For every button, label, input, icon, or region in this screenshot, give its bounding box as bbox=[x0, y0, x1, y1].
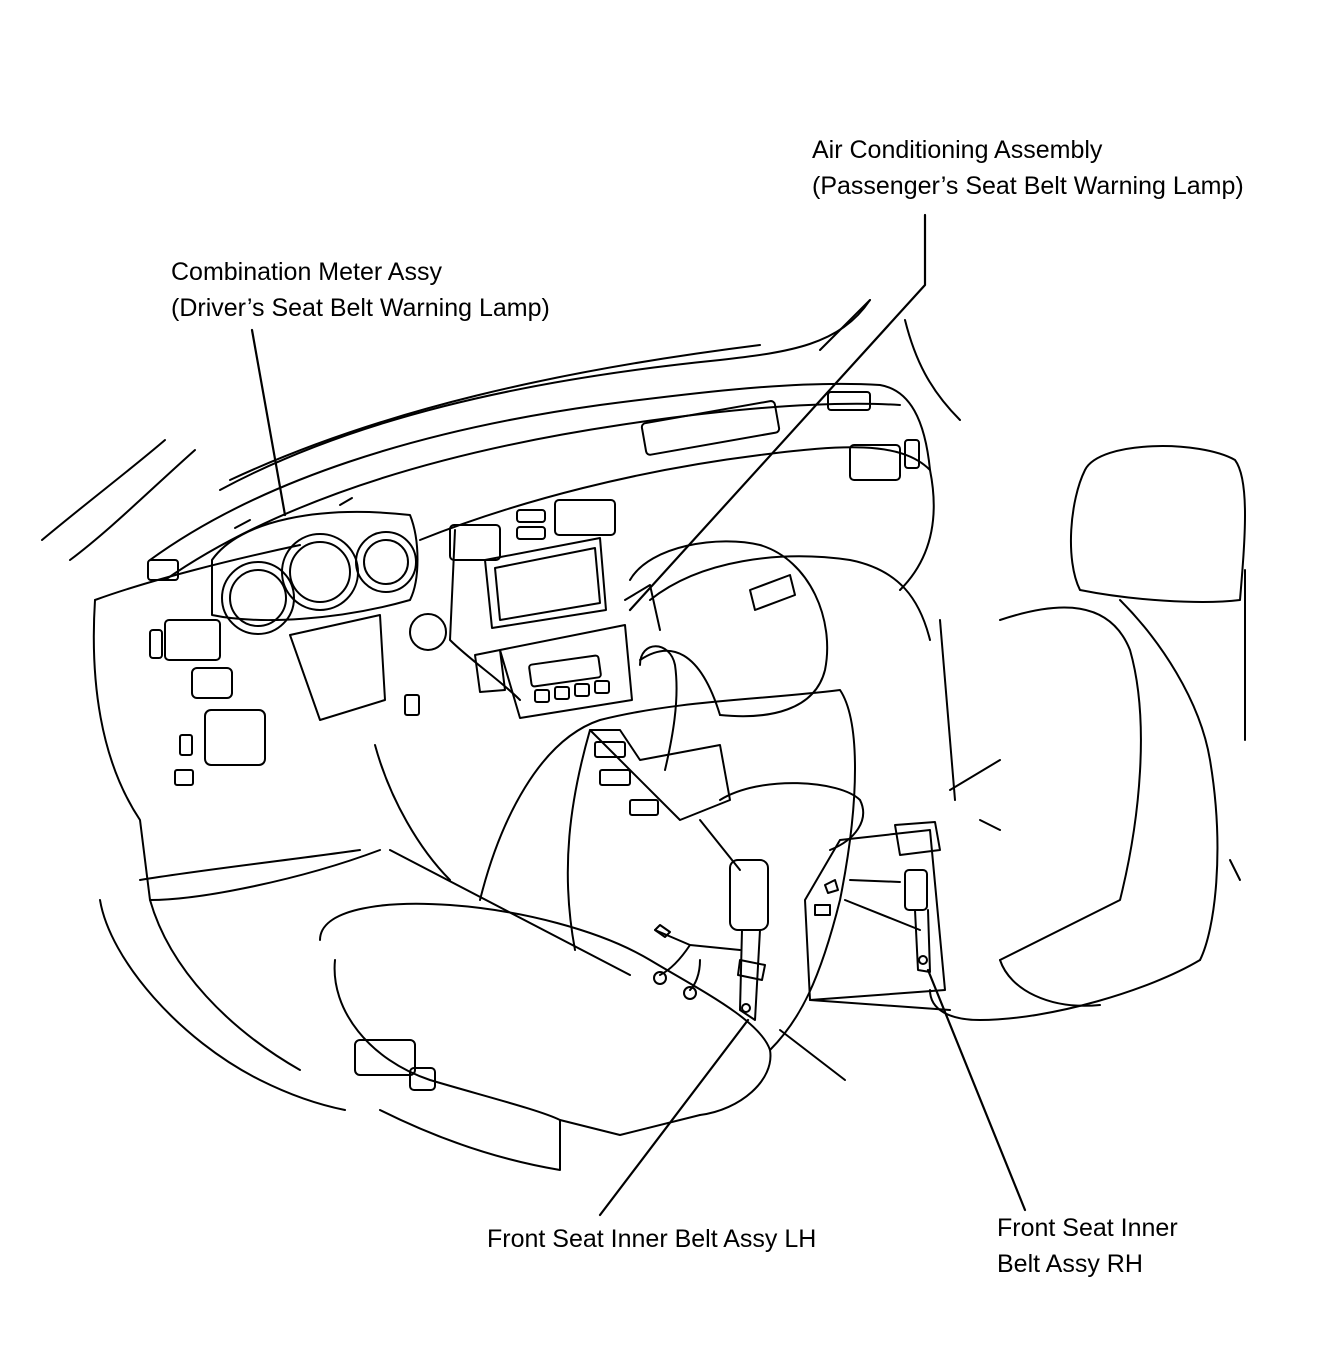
leader-combination-meter bbox=[250, 328, 287, 517]
left-buckle-drawing bbox=[653, 859, 769, 1021]
dashboard-outline bbox=[94, 382, 935, 701]
label-combination-meter: Combination Meter Assy (Driver’s Seat Be… bbox=[171, 254, 550, 326]
label-combination-meter-line2: (Driver’s Seat Belt Warning Lamp) bbox=[171, 294, 550, 322]
left-headrest-drawing bbox=[629, 540, 829, 718]
center-stack-drawing bbox=[409, 537, 661, 719]
label-inner-belt-lh-line1: Front Seat Inner Belt Assy LH bbox=[487, 1225, 817, 1253]
glovebox-drawing bbox=[649, 555, 1001, 831]
leader-lines bbox=[250, 213, 1027, 1217]
label-combination-meter-line1: Combination Meter Assy bbox=[171, 258, 442, 286]
windshield-outline bbox=[41, 299, 961, 561]
left-seat-drawing bbox=[319, 689, 856, 1171]
leader-inner-belt-lh bbox=[598, 1018, 750, 1217]
label-inner-belt-rh-line1: Front Seat Inner bbox=[997, 1214, 1178, 1242]
label-inner-belt-rh: Front Seat Inner Belt Assy RH bbox=[997, 1210, 1178, 1282]
combination-meter-drawing bbox=[211, 497, 419, 635]
label-inner-belt-lh: Front Seat Inner Belt Assy LH bbox=[487, 1221, 816, 1257]
leader-inner-belt-rh bbox=[926, 968, 1027, 1212]
leader-air-conditioning bbox=[628, 213, 927, 612]
right-seat-drawing bbox=[929, 445, 1246, 1021]
lower-dash-drawing bbox=[92, 599, 420, 901]
label-air-conditioning: Air Conditioning Assembly (Passenger’s S… bbox=[812, 132, 1244, 204]
right-buckle-drawing bbox=[804, 821, 951, 1011]
label-inner-belt-rh-line2: Belt Assy RH bbox=[997, 1250, 1143, 1278]
label-air-conditioning-line2: (Passenger’s Seat Belt Warning Lamp) bbox=[812, 172, 1244, 200]
label-air-conditioning-line1: Air Conditioning Assembly bbox=[812, 136, 1103, 164]
